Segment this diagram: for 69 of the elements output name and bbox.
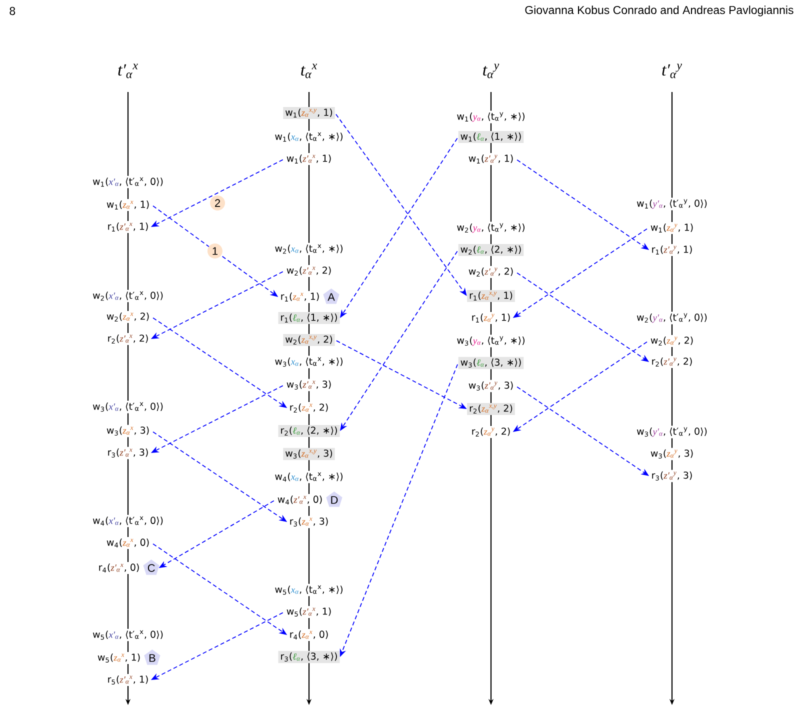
event-label: w$_{3}$(z′$_{α}$$^{y}$, 3)	[466, 380, 516, 392]
event-label: w$_{3}$(y$_{α}$, ⟨t$_{α}$$^{y}$, ∗⟩)	[454, 334, 528, 348]
event-label: r$_{3}$(z′$_{α}$$^{x}$, 3)	[105, 446, 151, 460]
event-label: w$_{2}$(z′$_{α}$$^{y}$, 2)	[466, 266, 516, 278]
thread-title: t′$_{α}$x	[118, 64, 138, 78]
event-label: r$_{1}$(z′$_{α}$$^{y}$, 1)	[649, 244, 695, 256]
event-label: w$_{5}$(z$_{α}$$^{x}$, 1)	[95, 652, 143, 664]
event-label: w$_{2}$(z$_{α}$$^{y}$, 2)	[648, 334, 696, 348]
event-label: r$_{1}$(z$_{α}$$^{x}$, 1)	[278, 291, 322, 303]
event-label: r$_{1}$(z$_{α}$$^{y}$, 1)	[469, 312, 513, 324]
highlighted-event: w$_{3}$(z$_{α}$$^{x,y}$, 3)	[283, 448, 335, 460]
event-label: w$_{1}$(z′$_{α}$$^{x}$, 1)	[284, 153, 334, 165]
event-label: w$_{2}$(z$_{α}$$^{x}$, 2)	[104, 310, 152, 324]
highlighted-event: w$_{3}$(ℓ$_{α}$, ⟨3, ∗⟩)	[458, 356, 524, 370]
event-label: r$_{4}$(z′$_{α}$$^{x}$, 0)	[96, 562, 142, 574]
event-label: w$_{3}$(z$_{α}$$^{x}$, 3)	[104, 424, 152, 438]
event-label: w$_{4}$(z′$_{α}$$^{x}$, 0)	[275, 494, 325, 506]
highlighted-event: w$_{1}$(z$_{α}$$^{x,y}$, 1)	[283, 107, 335, 119]
highlighted-event: r$_{1}$(z$_{α}$$^{x,y}$, 1)	[467, 290, 515, 302]
letter-badge: D	[326, 492, 342, 507]
event-label: w$_{3}$(z$_{α}$$^{y}$, 3)	[648, 448, 696, 460]
highlighted-event: r$_{2}$(z$_{α}$$^{x,y}$, 2)	[467, 402, 515, 416]
event-label: w$_{4}$(x′$_{α}$, ⟨t′$_{α}$$^{x}$, 0⟩)	[90, 514, 166, 528]
thread-title: t$_{α}$x	[301, 64, 318, 78]
event-label: w$_{1}$(z′$_{α}$$^{y}$, 1)	[466, 153, 516, 165]
event-label: r$_{3}$(z′$_{α}$$^{y}$, 3)	[649, 470, 695, 482]
event-label: w$_{1}$(y$_{α}$, ⟨t$_{α}$$^{y}$, ∗⟩)	[454, 110, 528, 124]
event-label: r$_{5}$(z′$_{α}$$^{x}$, 1)	[105, 674, 151, 686]
event-label: w$_{2}$(z′$_{α}$$^{x}$, 2)	[284, 264, 334, 278]
highlighted-event: r$_{2}$(ℓ$_{α}$, ⟨2, ∗⟩)	[278, 424, 340, 438]
running-header: Giovanna Kobus Conrado and Andreas Pavlogiannis	[525, 6, 794, 16]
event-label: r$_{2}$(z′$_{α}$$^{y}$, 2)	[649, 356, 695, 368]
event-label: w$_{3}$(y′$_{α}$, ⟨t′$_{α}$$^{y}$, 0⟩)	[634, 426, 710, 438]
event-label: w$_{3}$(z′$_{α}$$^{x}$, 3)	[284, 378, 334, 392]
thread-title: t$_{α}$y	[483, 64, 500, 78]
highlighted-event: w$_{2}$(z$_{α}$$^{x,y}$, 2)	[283, 334, 335, 346]
page-number: 8	[10, 6, 16, 16]
edge-label: 1	[207, 244, 222, 258]
highlighted-event: w$_{1}$(ℓ$_{α}$, ⟨1, ∗⟩)	[458, 131, 524, 143]
event-label: w$_{4}$(z$_{α}$$^{x}$, 0)	[104, 537, 152, 549]
event-label: w$_{5}$(z′$_{α}$$^{x}$, 1)	[284, 606, 334, 618]
event-label: r$_{2}$(z$_{α}$$^{x}$, 2)	[287, 402, 331, 414]
event-label: r$_{2}$(z′$_{α}$$^{x}$, 2)	[105, 332, 151, 346]
highlighted-event: r$_{1}$(ℓ$_{α}$, ⟨1, ∗⟩)	[278, 312, 340, 324]
highlighted-event: r$_{3}$(ℓ$_{α}$, ⟨3, ∗⟩)	[278, 650, 340, 664]
event-label: r$_{4}$(z$_{α}$$^{x}$, 0)	[287, 629, 331, 641]
highlighted-event: w$_{2}$(ℓ$_{α}$, ⟨2, ∗⟩)	[458, 244, 524, 256]
event-label: w$_{3}$(x′$_{α}$, ⟨t′$_{α}$$^{x}$, 0⟩)	[90, 400, 166, 414]
event-label: w$_{5}$(x′$_{α}$, ⟨t′$_{α}$$^{x}$, 0⟩)	[90, 628, 166, 642]
event-label: w$_{2}$(x$_{α}$, ⟨t$_{α}$$^{x}$, ∗⟩)	[272, 242, 346, 256]
letter-badge: C	[143, 560, 160, 575]
letter-badge: A	[323, 288, 340, 304]
event-label: w$_{2}$(y′$_{α}$, ⟨t′$_{α}$$^{y}$, 0⟩)	[634, 312, 710, 324]
event-label: r$_{1}$(z′$_{α}$$^{x}$, 1)	[105, 221, 151, 233]
edge-label: 2	[210, 196, 226, 210]
thread-title: t′$_{α}$y	[662, 64, 682, 78]
event-label: w$_{3}$(x$_{α}$, ⟨t$_{α}$$^{x}$, ∗⟩)	[272, 356, 346, 368]
event-label: w$_{1}$(y′$_{α}$, ⟨t′$_{α}$$^{y}$, 0⟩)	[634, 198, 710, 210]
event-label: w$_{1}$(x$_{α}$, ⟨t$_{α}$$^{x}$, ∗⟩)	[272, 130, 346, 144]
event-label: w$_{1}$(z$_{α}$$^{y}$, 1)	[648, 222, 696, 234]
event-label: r$_{2}$(z$_{α}$$^{y}$, 2)	[469, 426, 513, 438]
event-label: w$_{4}$(x$_{α}$, ⟨t$_{α}$$^{x}$, ∗⟩)	[272, 470, 346, 484]
letter-badge: B	[144, 650, 160, 665]
event-label: w$_{5}$(x$_{α}$, ⟨t$_{α}$$^{x}$, ∗⟩)	[272, 584, 346, 596]
event-label: w$_{1}$(x′$_{α}$, ⟨t′$_{α}$$^{x}$, 0⟩)	[90, 176, 166, 188]
event-label: w$_{1}$(z$_{α}$$^{x}$, 1)	[104, 199, 152, 211]
event-label: w$_{2}$(x′$_{α}$, ⟨t′$_{α}$$^{x}$, 0⟩)	[90, 290, 166, 302]
event-label: r$_{3}$(z$_{α}$$^{x}$, 3)	[287, 516, 331, 528]
event-label: w$_{2}$(y$_{α}$, ⟨t$_{α}$$^{y}$, ∗⟩)	[454, 222, 528, 234]
